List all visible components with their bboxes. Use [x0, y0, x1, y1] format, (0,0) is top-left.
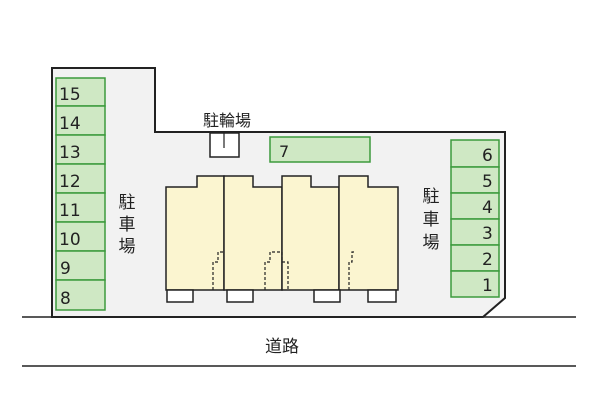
- parking-label-char: 駐: [423, 187, 440, 207]
- apartment-building: [165, 175, 399, 303]
- unit-entrance: [226, 289, 254, 303]
- parking-space-15: [55, 77, 106, 107]
- parking-label-char: 場: [423, 233, 440, 253]
- parking-space-11: [55, 192, 106, 223]
- parking-space-number: 10: [59, 230, 81, 250]
- building-unit-3: [281, 175, 340, 291]
- unit-entrance: [367, 289, 397, 303]
- parking-label-left: 駐 車 場: [119, 193, 136, 257]
- parking-space-number: 3: [482, 224, 493, 244]
- parking-space-2: [450, 244, 500, 272]
- parking-space-number: 12: [59, 172, 81, 192]
- parking-label-char: 車: [423, 210, 440, 230]
- building-unit-1: [165, 175, 225, 291]
- parking-label-right: 駐 車 場: [423, 187, 440, 253]
- parking-space-number: 9: [60, 259, 71, 279]
- parking-space-12: [55, 163, 106, 194]
- parking-space-7-number: 7: [279, 142, 289, 161]
- parking-space-number: 2: [482, 250, 493, 270]
- parking-space-number: 13: [59, 143, 81, 163]
- stair-outline: [264, 251, 289, 290]
- road-label: 道路: [265, 337, 299, 357]
- parking-space-5: [450, 166, 500, 194]
- parking-space-9: [55, 250, 106, 281]
- stair-outline: [348, 251, 355, 290]
- parking-space-number: 11: [59, 201, 81, 221]
- building-unit-2: [223, 175, 283, 291]
- parking-space-7: [269, 136, 371, 163]
- parking-space-number: 1: [482, 276, 493, 296]
- parking-label-char: 駐: [119, 193, 136, 213]
- parking-space-1: [450, 270, 500, 298]
- stair-outline: [212, 251, 224, 290]
- parking-space-8: [55, 279, 106, 311]
- parking-space-6: [450, 139, 500, 168]
- parking-space-number: 14: [59, 114, 81, 134]
- right-parking-column: 6 5 4 3 2 1: [450, 139, 500, 298]
- parking-space-number: 6: [482, 146, 493, 166]
- building-unit-4: [338, 175, 399, 291]
- parking-space-number: 8: [60, 289, 71, 309]
- unit-entrance: [313, 289, 341, 303]
- parking-space-14: [55, 105, 106, 136]
- parking-space-number: 4: [482, 198, 493, 218]
- parking-space-number: 5: [482, 172, 493, 192]
- parking-space-10: [55, 221, 106, 252]
- bicycle-parking-label: 駐輪場: [203, 111, 251, 130]
- parking-label-char: 車: [119, 215, 136, 235]
- left-parking-column: 15 14 13 12 11 10 9 8: [55, 77, 106, 311]
- parking-label-char: 場: [119, 237, 136, 257]
- parking-space-13: [55, 134, 106, 165]
- parking-space-number: 15: [59, 85, 81, 105]
- unit-entrance: [166, 289, 194, 303]
